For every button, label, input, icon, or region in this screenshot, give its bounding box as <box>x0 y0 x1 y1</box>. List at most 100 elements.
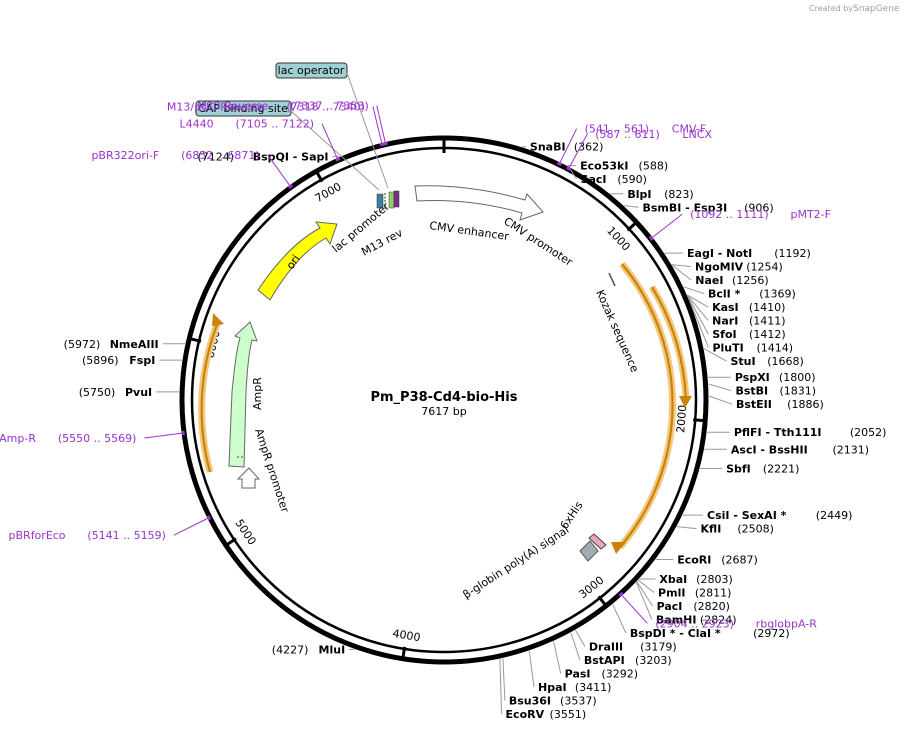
primer-name[interactable]: pMT2-F <box>790 208 831 221</box>
site-name[interactable]: NarI <box>712 315 738 328</box>
primer-leader <box>559 128 578 164</box>
site-name[interactable]: NgoMIV <box>695 261 744 274</box>
site-name[interactable]: PasI <box>565 667 591 680</box>
site-name[interactable]: BspDI * - ClaI * <box>630 627 721 640</box>
primer-name[interactable]: pBR322ori-F <box>91 149 159 162</box>
site-name[interactable]: KasI <box>712 301 739 314</box>
site-position: (2972) <box>753 627 790 640</box>
site-name[interactable]: HpaI <box>538 681 567 694</box>
primer-leader <box>568 133 588 169</box>
site-leader <box>570 632 581 661</box>
primer-marker <box>566 166 572 171</box>
site-position: (588) <box>639 160 669 173</box>
polya-box <box>579 540 599 562</box>
scale-tick <box>626 219 639 232</box>
site-name[interactable]: SnaBI <box>530 141 566 154</box>
primer-leader <box>372 106 383 145</box>
site-position: (1668) <box>767 355 804 368</box>
primer-name[interactable]: LNCX <box>682 128 712 141</box>
primer-name[interactable]: Amp-R <box>0 432 36 445</box>
site-name[interactable]: Eco53kI <box>580 160 628 173</box>
primer-name[interactable]: M13/pUC Reverse <box>167 100 265 113</box>
primer-name[interactable]: M13 Reverse <box>197 100 268 113</box>
scale-tick <box>400 646 407 661</box>
primer-name[interactable]: pBRforEco <box>9 529 66 542</box>
site-name[interactable]: BstBI <box>735 385 768 398</box>
site-name[interactable]: EcoRV <box>506 708 545 721</box>
site-position: (1831) <box>779 385 816 398</box>
cap-binding-box <box>195 100 292 117</box>
site-name[interactable]: PacI <box>657 600 683 613</box>
label-kozak: Kozak sequence <box>593 288 641 375</box>
site-name[interactable]: BsmBI - Esp3I <box>642 201 727 214</box>
site-name[interactable]: NaeI <box>695 274 723 287</box>
primer-leader <box>620 594 648 624</box>
kozak-marker <box>608 272 616 287</box>
site-name[interactable]: SfoI <box>712 328 736 341</box>
site-name[interactable]: FspI <box>129 354 155 367</box>
plasmid-name: Pm_P38-Cd4-bio-His <box>370 390 517 405</box>
site-leader <box>635 582 653 620</box>
site-name[interactable]: BamHI <box>656 613 697 626</box>
site-leader <box>708 395 733 405</box>
label-cmv-enhancer: CMV enhancer <box>429 219 510 243</box>
site-name[interactable]: MluI <box>319 643 346 656</box>
primer-name[interactable]: rbglobpA-R <box>756 617 817 630</box>
primer-marker <box>648 235 654 241</box>
site-position: (5972) <box>64 338 101 351</box>
orf-inner-head <box>679 396 692 408</box>
scale-tick <box>223 537 237 548</box>
site-name[interactable]: SbfI <box>726 462 751 475</box>
site-name[interactable]: CsiI - SexAI * <box>707 509 787 522</box>
site-name[interactable]: PspXI <box>735 371 770 384</box>
site-name[interactable]: Bsu36I <box>509 694 551 707</box>
label-polya: β-globin poly(A) signal <box>461 523 572 601</box>
primer-name[interactable]: CMV-F <box>672 123 706 136</box>
site-name[interactable]: BstAPI <box>584 654 625 667</box>
site-name[interactable]: DraIII <box>589 640 623 653</box>
primer-range: (6852 .. 6871) <box>181 149 260 162</box>
site-name[interactable]: BspQI - SapI <box>253 151 329 164</box>
plasmid-length: 7617 bp <box>421 405 466 418</box>
site-name[interactable]: AscI - BssHII <box>731 443 808 456</box>
ori-arrow <box>257 221 338 301</box>
site-name[interactable]: PflFI - Tth111I <box>734 426 822 439</box>
site-name[interactable]: SacI <box>581 173 607 186</box>
site-name[interactable]: KflI <box>701 523 722 536</box>
primer-range: (7337 .. 7353) <box>290 100 369 113</box>
site-name[interactable]: NmeAIII <box>110 338 159 351</box>
site-position: (1411) <box>749 315 786 328</box>
site-name[interactable]: PmlI <box>658 586 685 599</box>
site-position: (3551) <box>550 708 587 721</box>
primer-leader <box>144 432 184 439</box>
primer-range: (5141 .. 5159) <box>87 529 166 542</box>
site-leader <box>499 658 503 715</box>
primer-name[interactable]: L4440 <box>180 118 214 131</box>
site-position: (2221) <box>763 462 800 475</box>
site-position: (3179) <box>640 640 677 653</box>
scale-tick-label: 7000 <box>313 180 344 205</box>
site-leader <box>528 650 535 688</box>
boxed-features: lac operator CAP binding site <box>195 62 389 191</box>
primer-range: (2904 .. 2923) <box>655 617 734 630</box>
primer-range: (541 .. 561) <box>585 123 650 136</box>
site-name[interactable]: XbaI <box>659 573 687 586</box>
site-name[interactable]: BlpI <box>627 188 651 201</box>
primer-marker <box>335 157 341 162</box>
cap-binding-leader <box>290 110 380 191</box>
site-name[interactable]: StuI <box>730 355 755 368</box>
site-position: (5896) <box>82 354 119 367</box>
site-position: (1800) <box>779 371 816 384</box>
site-leader <box>575 629 586 647</box>
scale-tick <box>187 336 202 343</box>
site-position: (2811) <box>695 586 732 599</box>
site-position: (3411) <box>575 681 612 694</box>
site-position: (2687) <box>721 553 758 566</box>
site-name[interactable]: BstEII <box>736 398 772 411</box>
site-name[interactable]: BclI * <box>708 288 741 301</box>
site-name[interactable]: PvuI <box>125 386 152 399</box>
site-name[interactable]: EcoRI <box>677 553 711 566</box>
site-position: (2824) <box>700 613 737 626</box>
site-name[interactable]: PluTI <box>712 342 743 355</box>
site-name[interactable]: EagI - NotI <box>687 247 752 260</box>
